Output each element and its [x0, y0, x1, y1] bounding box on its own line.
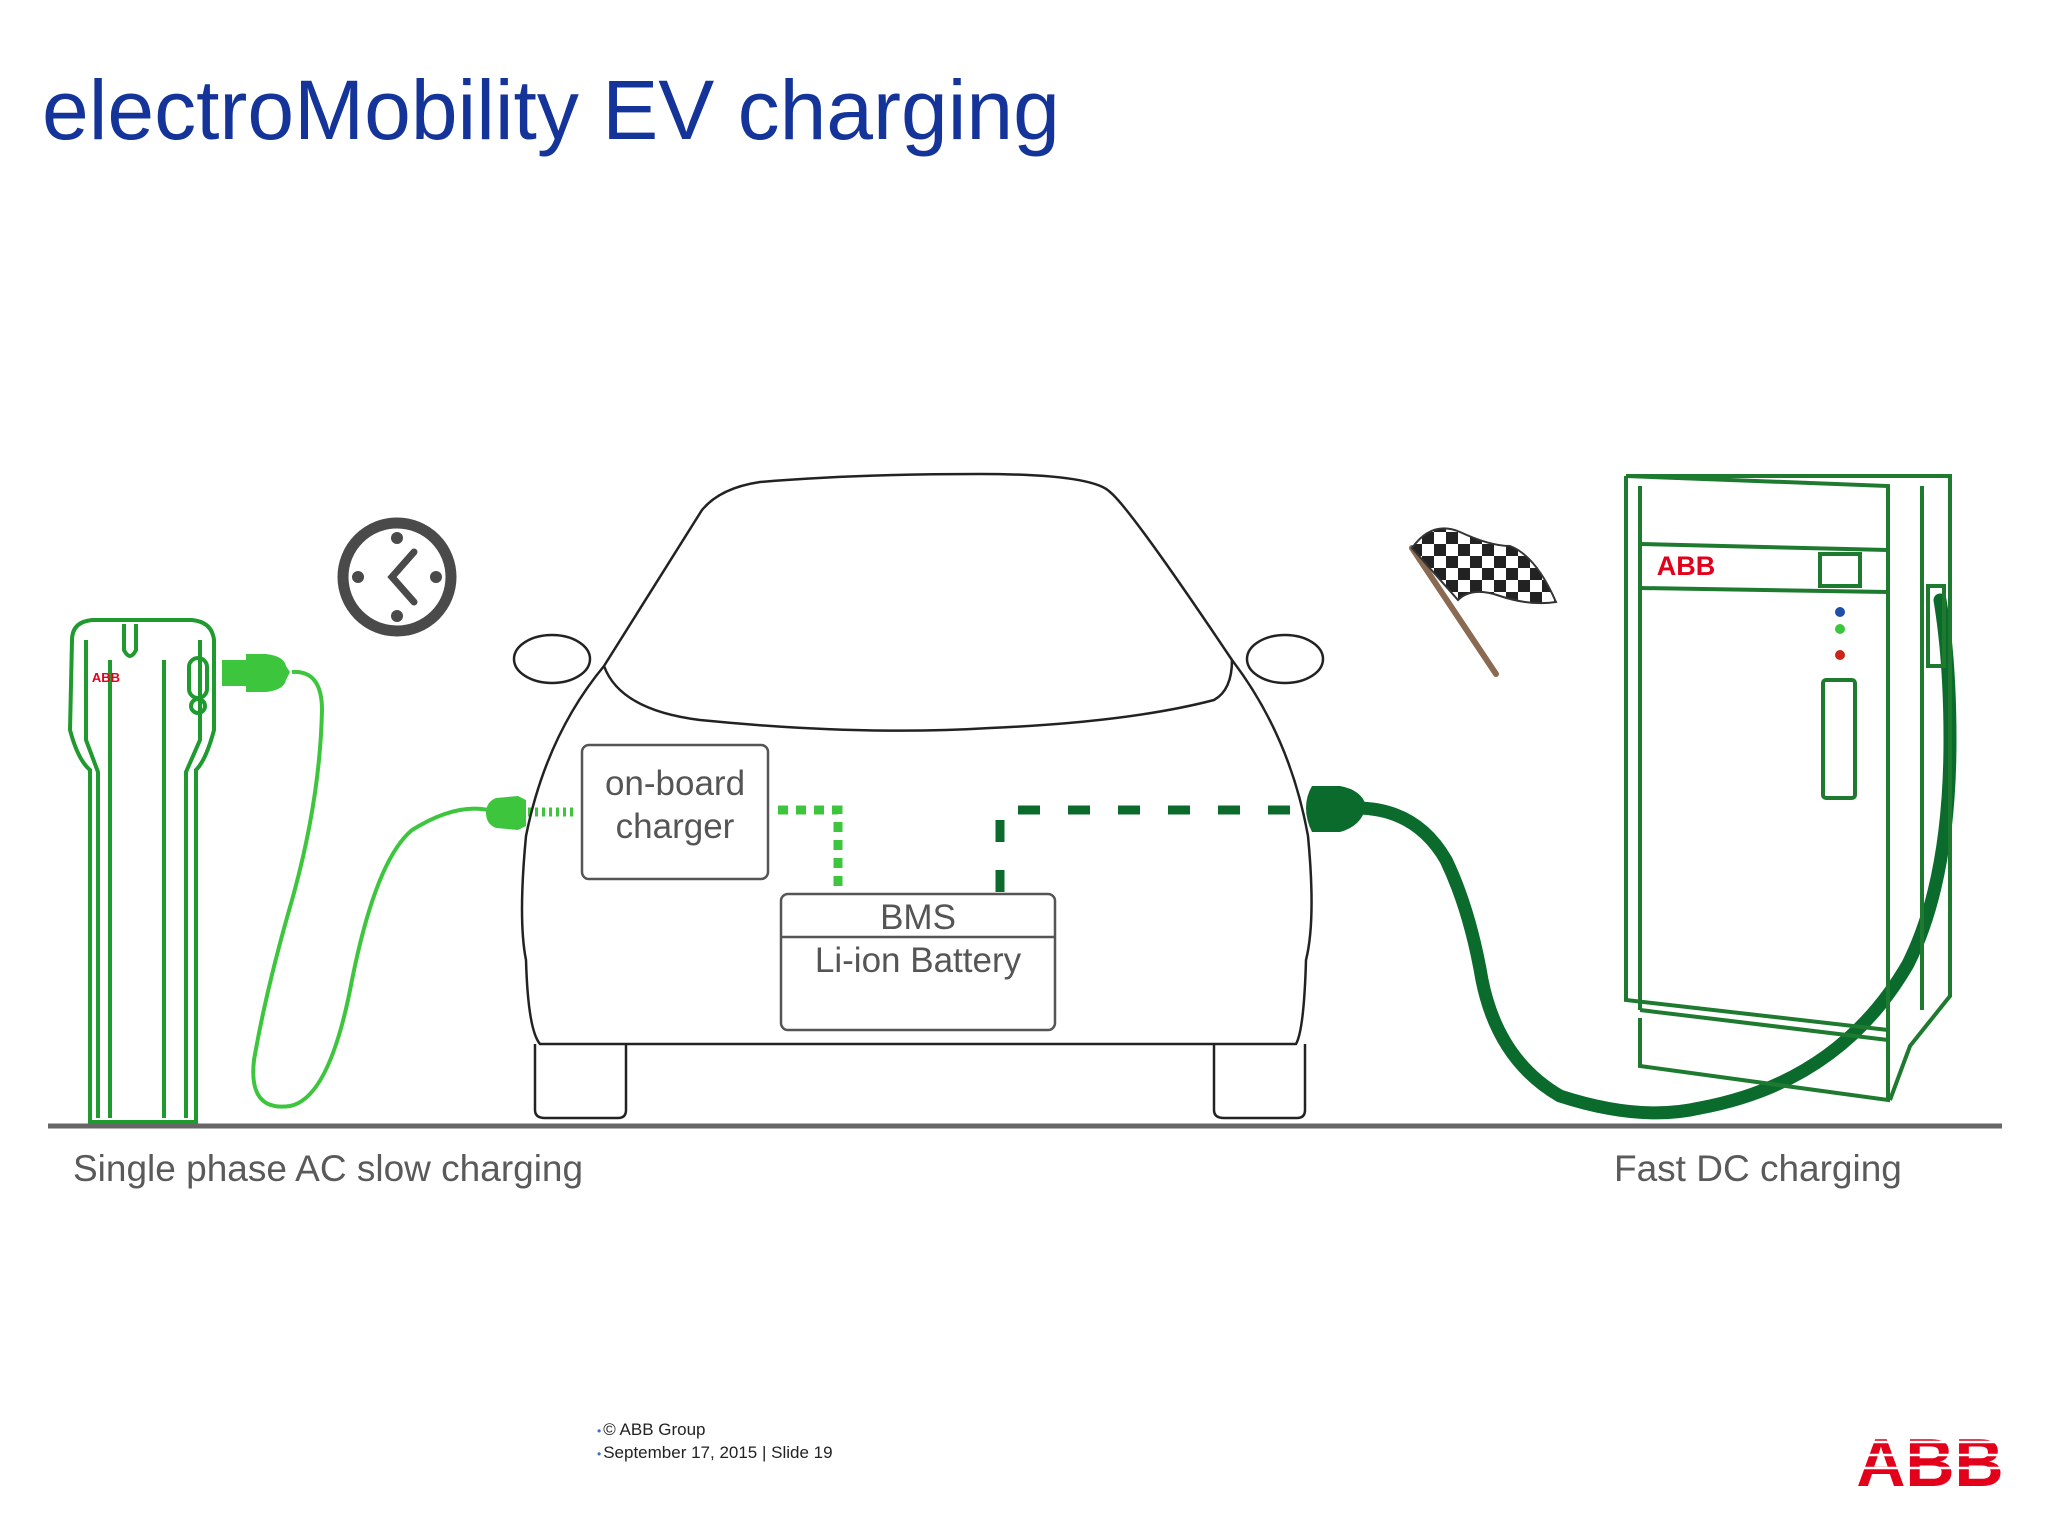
status-led-blue: [1835, 607, 1845, 617]
ac-wallbox-charger: [67, 618, 216, 1124]
footer-line-copyright: •© ABB Group: [597, 1420, 706, 1439]
footer-copyright-text: © ABB Group: [603, 1420, 706, 1439]
checkered-flag-icon: [1409, 527, 1558, 677]
ac-internal-link: [778, 805, 843, 886]
dc-fast-charger-cabinet: [1624, 474, 1952, 1103]
slow-charge-clock-icon: [337, 517, 457, 637]
abb-logo: ABB: [1855, 1428, 2005, 1494]
car-outline: [512, 472, 1325, 1120]
ac-charging-caption: Single phase AC slow charging: [73, 1148, 584, 1189]
onboard-charger-label-2: charger: [616, 807, 735, 846]
dc-internal-link: [995, 805, 1304, 892]
bms-battery-box: BMS Li-ion Battery: [779, 892, 1057, 1032]
dc-charging-caption: Fast DC charging: [1614, 1148, 1902, 1189]
footer-line-date: •September 17, 2015 | Slide 19: [597, 1443, 833, 1462]
abb-logo-text: ABB: [1856, 1428, 2003, 1494]
status-led-red: [1835, 650, 1845, 660]
ac-charging-cable: [222, 654, 576, 1109]
slide-footer: •© ABB Group •September 17, 2015 | Slide…: [597, 1419, 833, 1465]
bms-label: BMS: [880, 898, 956, 937]
wallbox-brand-label: ABB: [92, 670, 120, 685]
cabinet-brand-label: ABB: [1657, 551, 1716, 581]
onboard-charger-box: on-board charger: [580, 743, 770, 881]
footer-date-text: September 17, 2015 | Slide 19: [603, 1443, 833, 1462]
status-led-green: [1835, 624, 1845, 634]
battery-label: Li-ion Battery: [815, 941, 1022, 980]
slide-title: electroMobility EV charging: [42, 63, 1060, 157]
onboard-charger-label-1: on-board: [605, 764, 745, 803]
